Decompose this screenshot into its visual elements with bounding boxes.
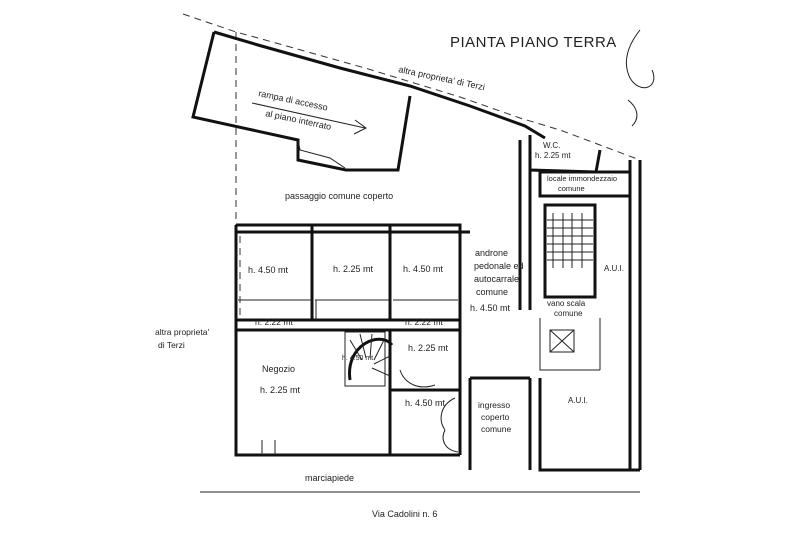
entrance-label-2: coperto <box>481 412 510 422</box>
ramp-label-2: al piano interrato <box>265 108 333 132</box>
room1-height: h. 4.50 mt <box>248 265 289 275</box>
service-block <box>518 135 642 470</box>
spiral-stair <box>344 331 394 387</box>
aui-label-1: A.U.I. <box>604 264 624 273</box>
street-label: Via Cadolini n. 6 <box>372 509 437 519</box>
trash-room-label-2: comune <box>558 184 585 193</box>
shop-label: Negozio <box>262 364 295 374</box>
atrium-height: h. 4.50 mt <box>470 303 511 313</box>
neighbor-top-label: altra proprieta' di Terzi <box>398 64 486 92</box>
upper-boundary <box>182 13 641 225</box>
atrium-label-2: pedonale ed <box>474 261 524 271</box>
mezzanine3-height: h. 2.22 mt <box>405 317 443 327</box>
wc-label: W.C. <box>543 141 560 150</box>
covered-entrance <box>468 376 640 472</box>
trash-room-label-1: locale immondezzaio <box>547 174 617 183</box>
pencil-sketch-marks <box>625 29 655 127</box>
entrance-label-3: comune <box>481 424 512 434</box>
room2-height: h. 2.25 mt <box>333 264 374 274</box>
building-walls <box>234 223 470 457</box>
wc-height: h. 2.25 mt <box>535 151 571 160</box>
atrium-label-4: comune <box>476 287 508 297</box>
neighbor-left-label-1: altra proprieta' <box>155 327 209 337</box>
neighbor-left-label-2: di Terzi <box>158 340 185 350</box>
room3-height: h. 4.50 mt <box>403 264 444 274</box>
spiral-stair-height: h. 4.50 mt <box>342 355 373 362</box>
entrance-label-1: ingresso <box>478 400 510 410</box>
plan-title: PIANTA PIANO TERRA <box>450 34 617 51</box>
atrium-label-3: autocarrale <box>474 274 519 284</box>
stairwell-label-1: vano scala <box>547 299 586 308</box>
front-room-height: h. 4.50 mt <box>405 398 446 408</box>
sidewalk-label: marciapiede <box>305 473 354 483</box>
stairwell-label-2: comune <box>554 309 583 318</box>
aui-label-2: A.U.I. <box>568 396 588 405</box>
back-room-height: h. 2.25 mt <box>408 343 449 353</box>
shop-height: h. 2.25 mt <box>260 385 301 395</box>
passage-label: passaggio comune coperto <box>285 191 393 201</box>
atrium-label-1: androne <box>475 248 508 258</box>
mezzanine1-height: h. 2.22 mt <box>255 317 293 327</box>
door-swings <box>261 369 459 455</box>
ramp <box>191 30 546 172</box>
stairwell <box>539 203 601 371</box>
